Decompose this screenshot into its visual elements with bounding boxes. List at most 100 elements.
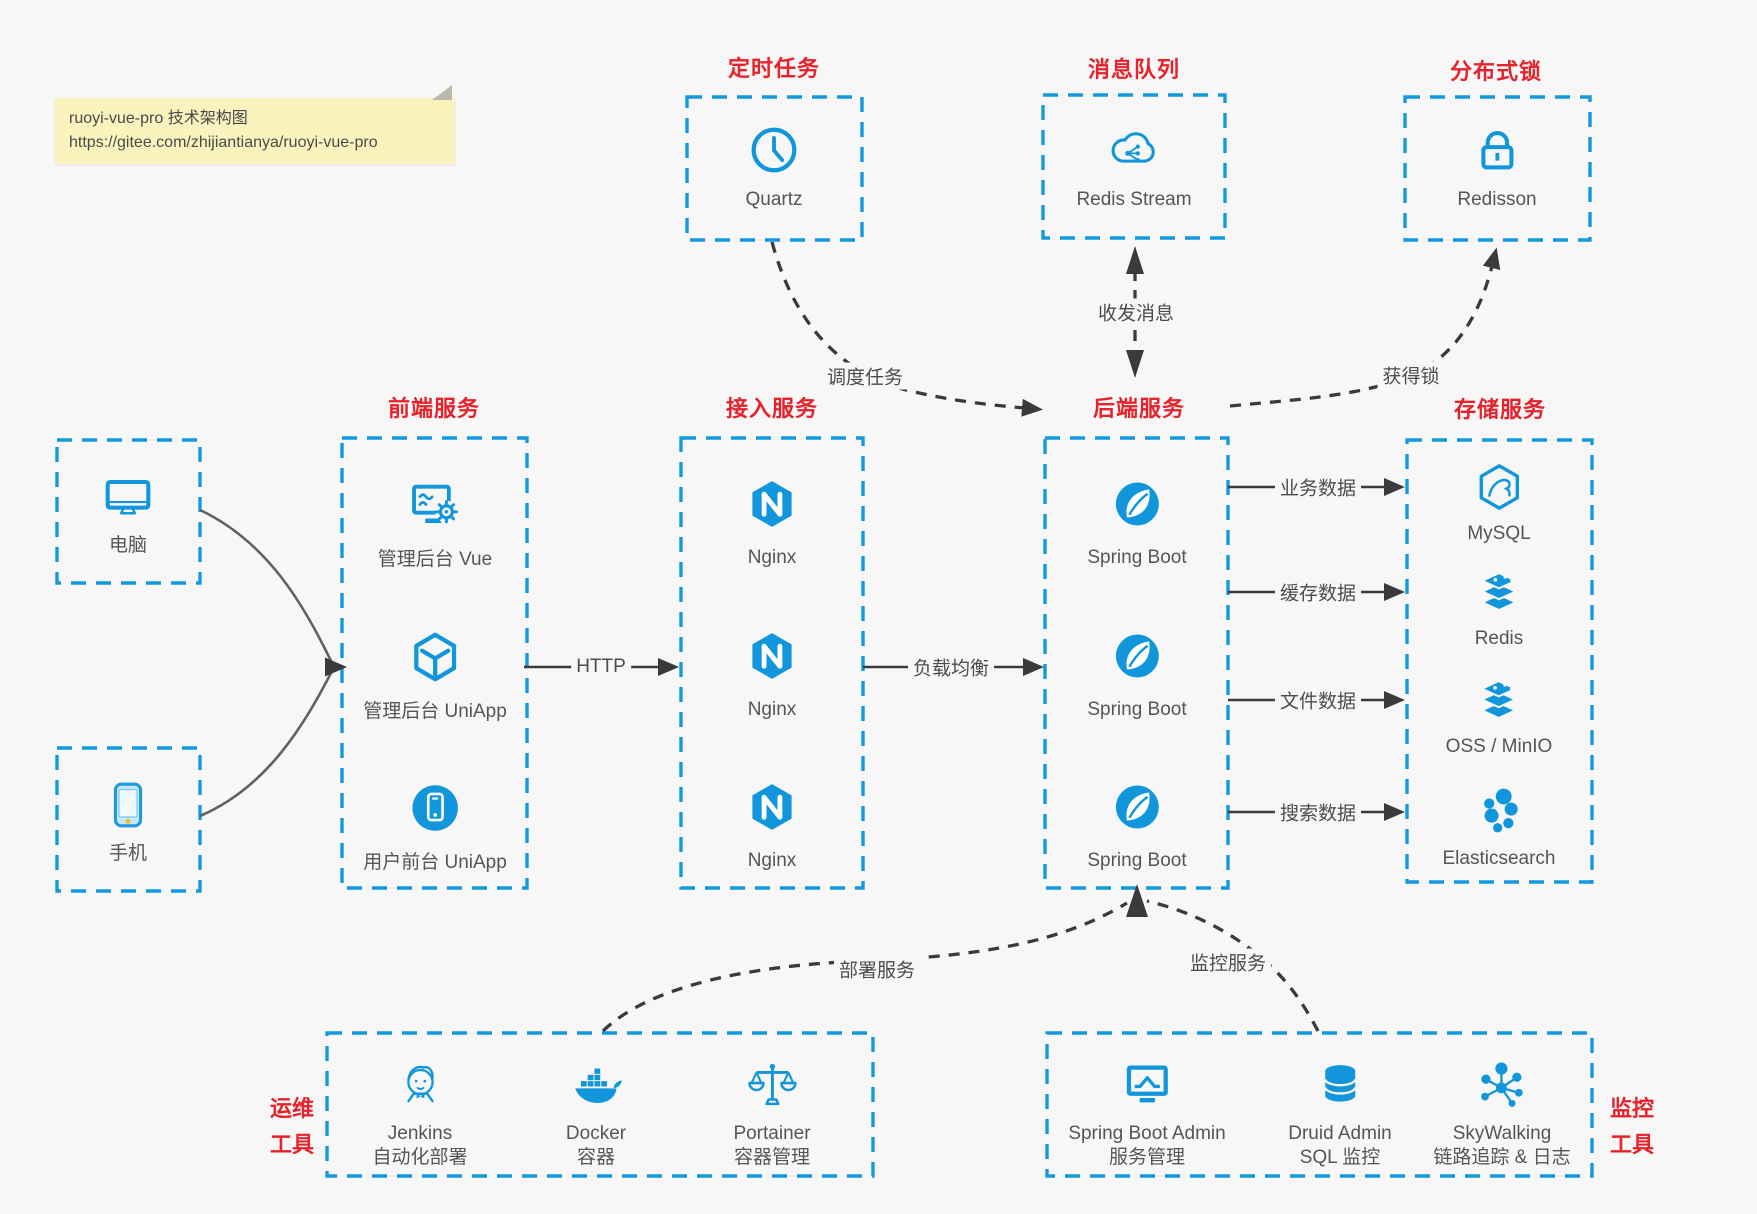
quartz-box-outline	[685, 95, 864, 242]
spring-boot-icon	[1115, 482, 1159, 526]
node-redis: Redis	[1472, 565, 1526, 651]
uniapp-cube-icon	[414, 632, 456, 682]
monitoring-box-outline	[1045, 1031, 1594, 1178]
edge-label-monitor-service: 监控服务	[1184, 948, 1272, 976]
sticky-note: ruoyi-vue-pro 技术架构图 https://gitee.com/zh…	[55, 85, 455, 164]
portainer-icon	[747, 1063, 797, 1106]
druid-icon	[1323, 1065, 1357, 1102]
spring-boot-icon	[1115, 785, 1159, 829]
gateway-box-outline	[679, 436, 865, 890]
node-label: Nginx	[747, 547, 797, 568]
arrowhead-msg-down	[1126, 350, 1144, 378]
node-mysql: MySQL	[1467, 460, 1531, 546]
skywalking-icon	[1480, 1062, 1523, 1107]
node-label: OSS / MinIO	[1445, 736, 1553, 757]
edge-desktop-to-frontend	[199, 508, 333, 662]
node-label: Quartz	[745, 189, 803, 210]
nginx-icon	[752, 633, 792, 679]
node-label: 管理后台 Vue	[377, 549, 493, 570]
edge-label-load-balance: 负载均衡	[907, 653, 995, 681]
node-spring-boot-3: Spring Boot	[1087, 779, 1187, 873]
node-spring-boot-1: Spring Boot	[1087, 476, 1187, 570]
node-label: Nginx	[747, 850, 797, 871]
node-label: Redisson	[1457, 189, 1537, 210]
node-redisson: Redisson	[1457, 121, 1537, 212]
spring-boot-icon	[1115, 634, 1159, 678]
arrowhead-clients-frontend	[325, 657, 347, 677]
node-nginx-3: Nginx	[744, 779, 800, 873]
monitoring-tools-line1: 监控	[1609, 1096, 1655, 1121]
node-label: Elasticsearch	[1442, 848, 1556, 869]
smartphone-icon	[113, 782, 143, 828]
ops-box-outline	[325, 1031, 875, 1178]
node-sublabel: 容器	[576, 1147, 615, 1168]
edge-label-send-receive-msg: 收发消息	[1092, 298, 1180, 326]
node-label: Spring Boot Admin	[1068, 1123, 1226, 1144]
node-desktop: 电脑	[99, 468, 157, 558]
title-scheduled-task: 定时任务	[727, 56, 821, 81]
note-url: https://gitee.com/zhijiantianya/ruoyi-vu…	[69, 134, 378, 151]
node-oss-minio: OSS / MinIO	[1445, 673, 1553, 759]
node-admin-uniapp: 管理后台 UniApp	[363, 628, 507, 724]
node-label: Portainer	[733, 1123, 811, 1144]
node-label: Redis	[1474, 628, 1524, 649]
ops-tools-side-label: 运维 工具	[270, 1091, 314, 1163]
node-skywalking: SkyWalking 链路追踪 & 日志	[1433, 1056, 1571, 1170]
clock-icon	[751, 127, 797, 173]
node-label: 手机	[108, 843, 147, 864]
edge-schedule-task	[770, 241, 1043, 417]
admin-vue-icon	[412, 484, 459, 524]
phone-box-outline	[55, 746, 202, 893]
frontend-box-outline	[340, 436, 529, 890]
node-redis-stream: Redis Stream	[1076, 121, 1192, 212]
node-label: Jenkins	[387, 1123, 453, 1144]
edge-deploy-service	[601, 901, 1128, 1033]
redis-stream-box-outline	[1041, 93, 1227, 240]
edge-acquire-lock	[1229, 247, 1501, 408]
edge-label-file-data: 文件数据	[1274, 686, 1362, 714]
node-label: SkyWalking	[1452, 1123, 1552, 1144]
edge-label-cache-data: 缓存数据	[1274, 578, 1362, 606]
title-distributed-lock: 分布式锁	[1449, 59, 1543, 84]
node-user-uniapp: 用户前台 UniApp	[363, 779, 507, 875]
title-backend: 后端服务	[1092, 396, 1186, 421]
arrowhead-backend-bottom	[1126, 884, 1148, 917]
lock-icon	[1480, 131, 1514, 170]
ops-tools-line1: 运维	[269, 1096, 315, 1121]
elasticsearch-icon	[1483, 788, 1518, 833]
spring-boot-admin-icon	[1126, 1065, 1168, 1103]
node-label: Nginx	[747, 699, 797, 720]
edge-label-business-data: 业务数据	[1274, 473, 1362, 501]
mysql-icon	[1479, 464, 1519, 510]
user-uniapp-icon	[412, 785, 458, 831]
node-label: MySQL	[1467, 523, 1531, 544]
title-storage: 存储服务	[1453, 397, 1547, 422]
title-message-queue: 消息队列	[1087, 57, 1181, 82]
edge-label-schedule-task: 调度任务	[821, 362, 909, 390]
desktop-icon	[105, 479, 151, 515]
node-jenkins: Jenkins 自动化部署	[372, 1056, 468, 1170]
note-fold-corner	[432, 85, 452, 100]
nginx-icon	[752, 784, 792, 830]
monitoring-tools-line2: 工具	[1609, 1132, 1655, 1157]
jenkins-icon	[406, 1065, 434, 1103]
oss-minio-icon	[1481, 680, 1517, 719]
monitoring-tools-side-label: 监控 工具	[1610, 1091, 1654, 1163]
node-sublabel: SQL 监控	[1299, 1147, 1381, 1168]
node-druid-admin: Druid Admin SQL 监控	[1288, 1056, 1392, 1170]
node-label: Spring Boot	[1087, 850, 1187, 871]
node-label: 用户前台 UniApp	[363, 852, 507, 873]
node-spring-boot-2: Spring Boot	[1087, 628, 1187, 722]
nginx-icon	[752, 481, 792, 527]
node-label: Redis Stream	[1076, 189, 1192, 210]
backend-box-outline	[1043, 436, 1230, 890]
edge-label-acquire-lock: 获得锁	[1377, 361, 1445, 389]
edge-label-http: HTTP	[571, 656, 631, 678]
node-quartz: Quartz	[745, 121, 803, 212]
redisson-box-outline	[1403, 95, 1592, 242]
node-nginx-2: Nginx	[744, 628, 800, 722]
arrowhead-msg-up	[1126, 246, 1144, 274]
node-label: 电脑	[108, 535, 147, 556]
node-sublabel: 自动化部署	[372, 1147, 468, 1168]
